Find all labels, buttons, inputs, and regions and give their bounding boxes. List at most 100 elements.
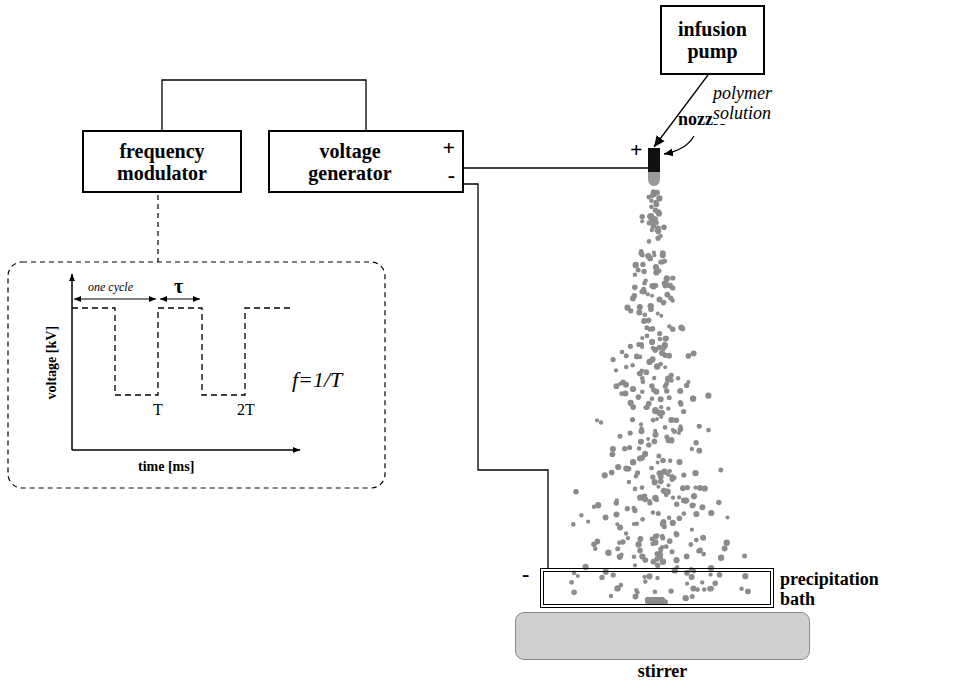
generator-box: voltage generator+- (268, 130, 464, 193)
droplet (679, 424, 683, 428)
droplet (656, 230, 660, 234)
droplet (699, 504, 705, 510)
droplet (690, 586, 696, 592)
droplet (614, 368, 618, 372)
droplet (708, 586, 714, 592)
droplet (640, 262, 645, 267)
droplet (640, 219, 644, 223)
droplet (662, 525, 667, 530)
droplet (690, 594, 695, 599)
node-label: frequency modulator (84, 140, 240, 184)
droplet (592, 505, 596, 509)
droplet (654, 190, 660, 196)
droplet (624, 531, 628, 535)
droplet (677, 495, 681, 499)
droplet (649, 359, 654, 364)
droplet (660, 545, 664, 549)
droplet (595, 418, 599, 422)
nozzle-tip (648, 172, 660, 186)
droplet (693, 486, 697, 490)
droplet (653, 264, 659, 270)
droplet (660, 458, 666, 464)
droplet (693, 511, 699, 517)
droplet (647, 239, 652, 244)
droplet (625, 506, 630, 511)
droplet (630, 386, 636, 392)
droplet (690, 447, 694, 451)
droplet (638, 439, 644, 445)
droplet (663, 336, 669, 342)
droplet (609, 594, 613, 598)
droplet (652, 408, 658, 414)
droplet (650, 294, 654, 298)
droplet (579, 513, 583, 517)
droplet (636, 310, 642, 316)
droplet (668, 588, 673, 593)
droplet (615, 464, 621, 470)
droplet (660, 534, 665, 539)
droplet (628, 430, 633, 435)
node-label: voltage generator (276, 140, 424, 184)
droplet (630, 417, 635, 422)
droplet (628, 344, 633, 349)
droplet (739, 587, 743, 591)
droplet (630, 459, 636, 465)
droplet (628, 400, 634, 406)
droplet (683, 497, 689, 503)
droplet (664, 388, 669, 393)
droplet (653, 348, 658, 353)
droplet (609, 470, 615, 476)
droplet (641, 269, 646, 274)
droplet (653, 432, 659, 438)
droplet (678, 325, 684, 331)
droplet (633, 262, 639, 268)
droplet (610, 451, 616, 457)
droplet (624, 353, 629, 358)
droplet (667, 483, 671, 487)
droplet (611, 572, 616, 577)
droplet (635, 522, 639, 526)
droplet (652, 495, 658, 501)
droplet (640, 336, 644, 340)
droplet (668, 459, 672, 463)
droplet (622, 390, 628, 396)
droplet (670, 520, 676, 526)
modulator-box: frequency modulator (82, 130, 242, 193)
droplet (620, 350, 625, 355)
droplet (632, 554, 637, 559)
droplet (624, 365, 629, 370)
droplet (708, 510, 714, 516)
droplet (645, 334, 650, 339)
droplet (700, 580, 704, 584)
droplet (656, 485, 660, 489)
droplet (664, 336, 669, 341)
droplet (696, 448, 702, 454)
droplet (646, 317, 652, 323)
droplet (571, 522, 576, 527)
axis-label: time [ms] (138, 459, 194, 474)
wire (162, 80, 366, 130)
droplet (642, 496, 648, 502)
droplet (649, 339, 655, 345)
droplet (669, 378, 674, 383)
droplet (641, 379, 646, 384)
droplet (691, 503, 695, 507)
droplet (656, 461, 660, 465)
droplet (712, 580, 718, 586)
droplet (681, 473, 686, 478)
droplet (648, 303, 654, 309)
droplet (640, 517, 645, 522)
droplet (691, 493, 697, 499)
droplet (655, 236, 660, 241)
droplet (647, 256, 653, 262)
tau-arrow (160, 299, 200, 300)
period-symbol: τ (174, 275, 183, 297)
droplet (663, 425, 668, 430)
terminal-sign: + (442, 136, 455, 160)
droplet (681, 409, 686, 414)
droplet (705, 393, 711, 399)
droplet (667, 395, 672, 400)
droplet (599, 575, 604, 580)
droplet (643, 405, 647, 409)
droplet (680, 485, 686, 491)
